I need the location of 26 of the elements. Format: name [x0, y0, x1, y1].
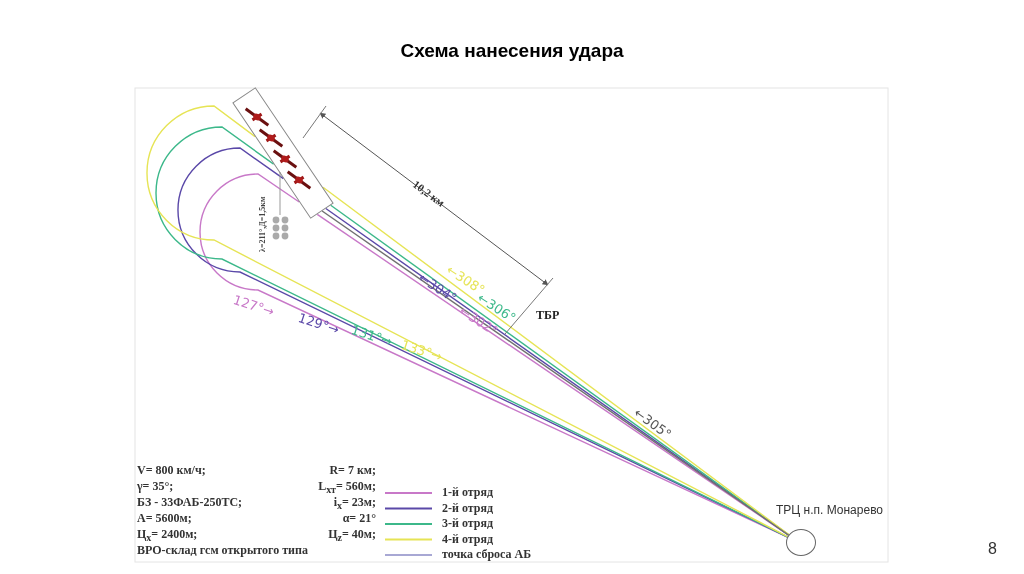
bomb-pattern-label: λ=211°,Д=1,5км	[258, 196, 267, 252]
parameter-text: БЗ - 33ФАБ-250ТС;	[137, 495, 243, 510]
title: Схема нанесения удара	[399, 40, 625, 62]
page-number: 8	[988, 540, 997, 558]
parameter-text: i$_{х}$= 23м;	[332, 495, 376, 512]
legend-label: 3-й отряд	[442, 516, 494, 531]
parameter-text: L$_{хт}$= 560м;	[317, 479, 376, 496]
legend-label: точка сброса АБ	[442, 547, 532, 562]
point-label: ТБР	[536, 308, 560, 323]
parameter-text: α= 21°	[341, 511, 376, 526]
legend-label: 1-й отряд	[442, 485, 494, 500]
parameter-text: А= 5600м;	[137, 511, 192, 526]
parameter-text: V= 800 км/ч;	[137, 463, 206, 478]
legend-label: 4-й отряд	[442, 531, 494, 547]
parameter-text: Ц$_{z}$= 40м;	[327, 527, 376, 544]
parameter-text: γ= 35°;	[137, 479, 174, 494]
note-text: ВРО-склад гсм открытого типа	[137, 543, 308, 558]
course-label: 129°→	[296, 310, 342, 338]
parameter-text: Ц$_{х}$= 2400м;	[137, 527, 198, 544]
target-label: ТРЦ н.п. Монарево	[776, 503, 884, 517]
parameter-text: R= 7 км;	[328, 463, 376, 478]
legend-label: 2-й отряд	[442, 500, 494, 516]
dimension-label: 10,2 км	[410, 178, 447, 209]
course-label: 131°→	[349, 322, 395, 350]
course-label: 133°→	[399, 337, 445, 365]
course-label: 127°→	[231, 292, 277, 320]
